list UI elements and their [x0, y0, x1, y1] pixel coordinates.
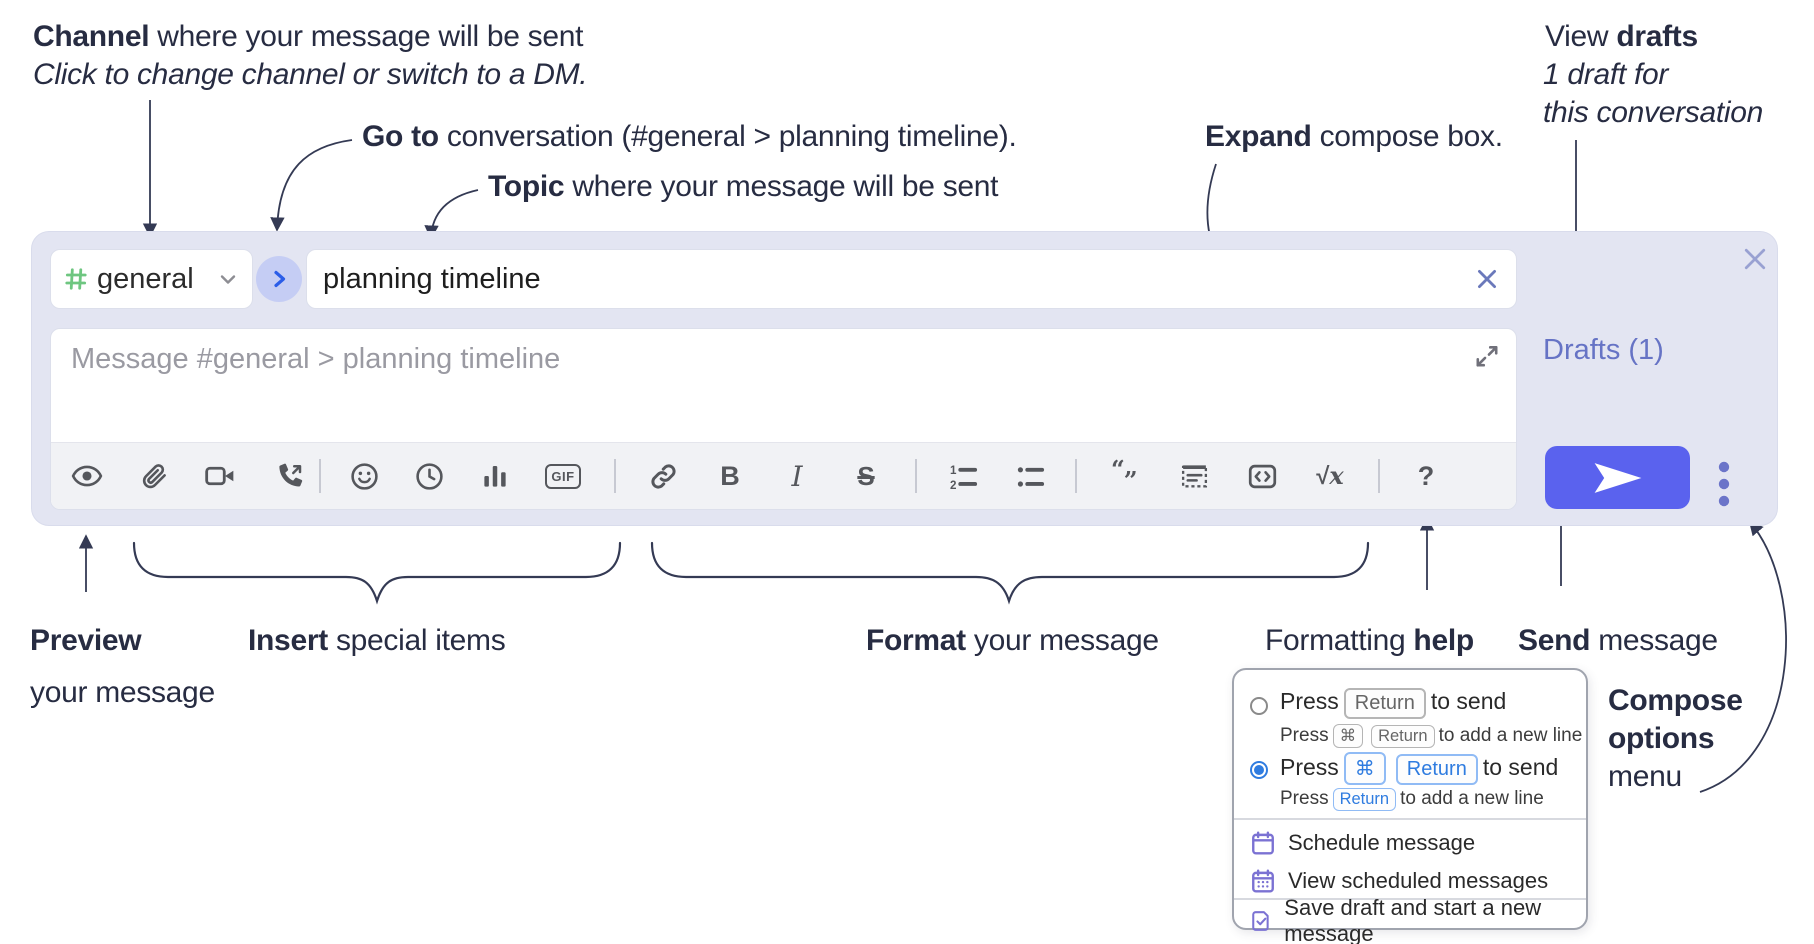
send-plane-icon: [1594, 462, 1641, 493]
return-key-chip: Return: [1332, 788, 1397, 811]
toolbar-divider: [1075, 459, 1077, 493]
annotation-compose-options-line2: options: [1608, 722, 1715, 755]
return-key-chip: Return: [1371, 725, 1435, 748]
annotation-help: Formatting help: [1265, 624, 1474, 657]
topic-input[interactable]: planning timeline: [306, 249, 1517, 309]
menu-item-schedule-message[interactable]: Schedule message: [1234, 826, 1586, 860]
topic-clear-icon[interactable]: [1474, 266, 1500, 292]
format-brace: [650, 541, 1370, 605]
formatting-help-icon[interactable]: ?: [1417, 460, 1435, 491]
message-textarea[interactable]: Message #general > planning timeline: [71, 343, 561, 375]
italic-icon[interactable]: I: [791, 459, 803, 493]
schedule-calendar-icon: [1252, 831, 1274, 855]
link-icon[interactable]: [643, 456, 683, 496]
compose-close-icon[interactable]: [1738, 242, 1772, 276]
cmd-key-chip: ⌘: [1332, 724, 1364, 748]
audio-call-icon[interactable]: [270, 456, 310, 496]
emoji-icon[interactable]: [344, 456, 384, 496]
chevron-down-icon: [220, 275, 236, 284]
menu-item-save-draft[interactable]: Save draft and start a new message: [1234, 895, 1586, 944]
toolbar-divider: [915, 459, 917, 493]
annotation-drafts-line3: this conversation: [1543, 96, 1764, 129]
expand-compose-icon[interactable]: [1474, 343, 1500, 369]
preview-eye-icon[interactable]: [67, 456, 107, 496]
video-call-icon[interactable]: [200, 456, 240, 496]
channel-selector[interactable]: general: [50, 249, 253, 309]
channel-hash-icon: [65, 268, 87, 290]
strikethrough-icon[interactable]: S: [857, 460, 875, 491]
svg-text:2: 2: [949, 478, 955, 491]
return-key-chip: Return: [1343, 688, 1426, 719]
toolbar-divider: [319, 459, 321, 493]
insert-brace: [132, 541, 622, 605]
annotation-send: Send message: [1518, 624, 1718, 657]
channel-name: general: [97, 262, 194, 295]
attach-paperclip-icon[interactable]: [134, 456, 174, 496]
code-icon[interactable]: [1242, 456, 1282, 496]
chevron-right-icon: [274, 270, 286, 288]
bold-icon[interactable]: B: [720, 460, 740, 491]
annotation-topic: Topic where your message will be sent: [488, 170, 999, 203]
annotation-drafts-line2: 1 draft for: [1543, 58, 1669, 91]
goto-pointer-curve: [270, 139, 353, 232]
quote-icon[interactable]: “”: [1108, 456, 1148, 496]
svg-text:1: 1: [949, 463, 956, 476]
spoiler-icon[interactable]: [1174, 456, 1214, 496]
poll-icon[interactable]: [475, 456, 515, 496]
gif-icon[interactable]: GIF: [543, 456, 583, 496]
compose-options-ellipsis-icon[interactable]: [1712, 460, 1736, 508]
radio-return-to-send[interactable]: [1250, 697, 1268, 715]
go-to-conversation-button[interactable]: [256, 256, 302, 302]
bulleted-list-icon[interactable]: [1010, 456, 1050, 496]
annotation-format: Format your message: [866, 624, 1159, 657]
cmd-key-chip: ⌘: [1343, 752, 1386, 785]
send-button[interactable]: [1545, 446, 1690, 509]
svg-text:“: “: [1111, 459, 1125, 483]
annotation-preview-line2: your message: [30, 676, 215, 709]
save-draft-icon: [1252, 911, 1269, 931]
compose-box: general planning timeline: [31, 231, 1778, 526]
popup-divider: [1234, 818, 1586, 820]
return-key-chip: Return: [1395, 754, 1478, 785]
annotation-compose-options-line3: menu: [1608, 760, 1682, 793]
topic-value: planning timeline: [323, 262, 541, 295]
toolbar-divider: [614, 459, 616, 493]
svg-text:”: ”: [1124, 466, 1138, 493]
radio-cmd-return-to-send[interactable]: [1250, 761, 1268, 779]
annotation-channel-bold: Channel: [33, 20, 150, 53]
math-icon[interactable]: √x: [1316, 461, 1344, 490]
menu-item-view-scheduled-messages[interactable]: View scheduled messages: [1234, 864, 1586, 898]
message-panel: Message #general > planning timeline: [50, 328, 1517, 510]
annotation-goto: Go to conversation (#general > planning …: [362, 120, 1017, 153]
toolbar-divider: [1378, 459, 1380, 493]
annotation-insert: Insert special items: [248, 624, 506, 657]
annotation-preview: Preview: [30, 624, 142, 657]
annotation-expand: Expand compose box.: [1205, 120, 1503, 153]
time-icon[interactable]: [409, 456, 449, 496]
annotation-channel-sub: Click to change channel or switch to a D…: [33, 58, 588, 91]
popup-divider: [1234, 898, 1586, 900]
drafts-link[interactable]: Drafts (1): [1543, 334, 1664, 366]
annotation-view-drafts: View drafts: [1545, 20, 1698, 53]
view-scheduled-calendar-icon: [1252, 869, 1274, 893]
annotation-channel: Channel where your message will be sent: [33, 20, 584, 53]
annotation-compose-options-line1: Compose: [1608, 684, 1743, 717]
